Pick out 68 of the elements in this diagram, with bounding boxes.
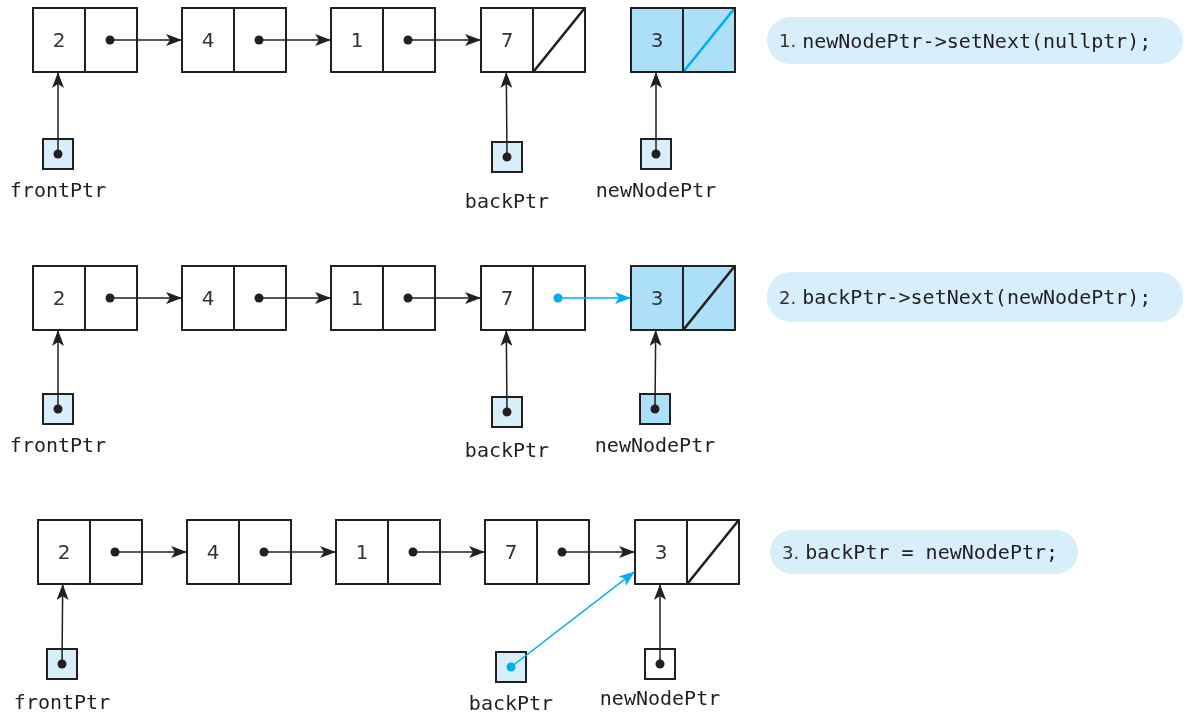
node-value: 4 bbox=[201, 286, 215, 310]
variable-name: frontPtr bbox=[13, 692, 111, 712]
pointer-arrow bbox=[500, 330, 513, 417]
pointer-arrow bbox=[254, 292, 331, 304]
node-value: 2 bbox=[57, 540, 71, 564]
statement-pill bbox=[767, 17, 1183, 64]
pointer-arrow bbox=[506, 571, 635, 672]
list-node bbox=[37, 519, 143, 585]
variable-name: newNodePtr bbox=[595, 180, 717, 200]
node-value: 1 bbox=[350, 28, 364, 52]
list-node bbox=[630, 265, 736, 331]
pointer-arrow bbox=[110, 546, 187, 558]
list-node bbox=[330, 265, 436, 331]
statement-pill bbox=[767, 272, 1183, 322]
node-value: 2 bbox=[52, 28, 66, 52]
pointer-arrow bbox=[105, 34, 182, 46]
pointer-arrow bbox=[105, 292, 182, 304]
pointer-arrow bbox=[408, 546, 485, 558]
pointer-arrow bbox=[500, 72, 513, 162]
pointer-arrow bbox=[259, 546, 336, 558]
node-value: 4 bbox=[206, 540, 220, 564]
pointer-arrow bbox=[56, 584, 69, 669]
node-value: 2 bbox=[52, 286, 66, 310]
pointer-arrow bbox=[654, 584, 666, 669]
list-node bbox=[484, 519, 590, 585]
node-value: 7 bbox=[504, 540, 518, 564]
variable-name: backPtr bbox=[464, 440, 550, 460]
variable-name: frontPtr bbox=[9, 435, 107, 455]
list-node bbox=[330, 7, 436, 73]
list-node bbox=[32, 265, 138, 331]
pointer-arrow bbox=[557, 546, 635, 558]
code-statement: newNodePtr->setNext(nullptr); bbox=[802, 28, 1152, 53]
list-node bbox=[186, 519, 292, 585]
list-node bbox=[630, 7, 736, 73]
pointer-arrow bbox=[52, 72, 64, 159]
node-value: 3 bbox=[650, 28, 664, 52]
list-node bbox=[181, 7, 287, 73]
list-node bbox=[480, 265, 586, 331]
code-statement: backPtr = newNodePtr; bbox=[805, 540, 1059, 564]
node-value: 3 bbox=[650, 286, 664, 310]
pointer-arrow bbox=[649, 330, 662, 414]
code-statement: backPtr->setNext(newNodePtr); bbox=[802, 285, 1152, 309]
list-node bbox=[335, 519, 441, 585]
node-value: 7 bbox=[500, 28, 514, 52]
pointer-arrow bbox=[254, 34, 331, 46]
node-value: 3 bbox=[654, 540, 668, 564]
pointer-arrow bbox=[650, 72, 662, 159]
node-value: 4 bbox=[201, 28, 215, 52]
step-number: 2. bbox=[779, 286, 797, 308]
pointer-arrow bbox=[403, 292, 481, 304]
variable-name: backPtr bbox=[464, 191, 550, 211]
pointer-arrow bbox=[553, 292, 631, 304]
variable-name: backPtr bbox=[468, 693, 554, 713]
variable-name: newNodePtr bbox=[594, 435, 716, 455]
step-number: 1. bbox=[779, 30, 797, 51]
node-value: 7 bbox=[500, 286, 514, 310]
list-node bbox=[181, 265, 287, 331]
node-value: 1 bbox=[350, 286, 364, 310]
step-number: 3. bbox=[782, 541, 800, 563]
node-value: 1 bbox=[355, 540, 369, 564]
variable-name: newNodePtr bbox=[599, 688, 721, 708]
list-node bbox=[480, 7, 586, 73]
statement-pill bbox=[770, 530, 1078, 574]
pointer-arrow bbox=[403, 34, 481, 46]
variable-name: frontPtr bbox=[9, 180, 107, 200]
list-node bbox=[634, 519, 740, 585]
list-node bbox=[32, 7, 138, 73]
pointer-arrow bbox=[52, 330, 64, 414]
